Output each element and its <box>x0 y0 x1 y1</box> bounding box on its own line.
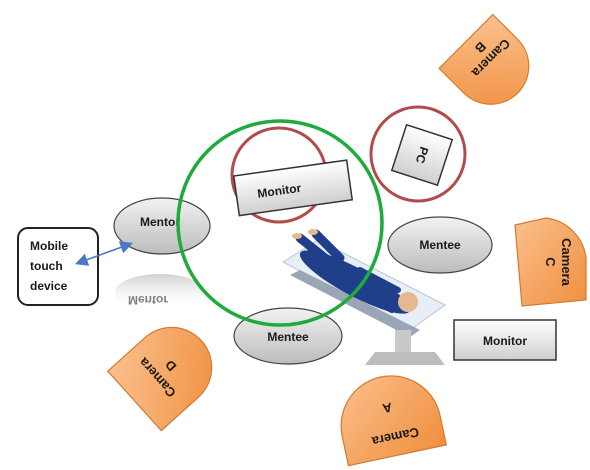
mentor-reflection <box>115 274 205 310</box>
monitor-top-label: Monitor <box>257 181 303 201</box>
camera-c: Camera C <box>514 217 587 307</box>
mentee-oval-right <box>387 216 493 274</box>
pc-zone-ring <box>369 105 467 203</box>
monitor-right-label: Monitor <box>483 334 527 348</box>
camera-c-name: Camera <box>559 238 574 286</box>
camera-d: Camera D <box>106 326 213 432</box>
monitor-right <box>453 319 557 361</box>
operating-zone-ring <box>176 119 384 327</box>
mentor-label: Mentor <box>140 215 180 229</box>
pc-label: PC <box>413 145 432 165</box>
mentor-reflection-label: Mentor <box>128 293 168 307</box>
camera-a: A Camera <box>340 375 448 467</box>
mobile-device-line1: Mobile <box>30 239 68 253</box>
mobile-device-line2: touch <box>30 259 63 273</box>
camera-a-letter: A <box>381 400 394 417</box>
mentor-oval <box>113 197 211 255</box>
camera-c-letter: C <box>543 257 558 267</box>
camera-b: Camera B <box>438 13 530 105</box>
patient-table-illustration <box>282 229 446 365</box>
mentee-bottom-label: Mentee <box>267 330 309 344</box>
mobile-device-line3: device <box>30 279 68 293</box>
pc-box: PC <box>390 123 454 187</box>
connection-arrow <box>74 241 134 266</box>
monitor-top: Monitor <box>232 159 354 217</box>
mentee-right-label: Mentee <box>419 238 461 252</box>
